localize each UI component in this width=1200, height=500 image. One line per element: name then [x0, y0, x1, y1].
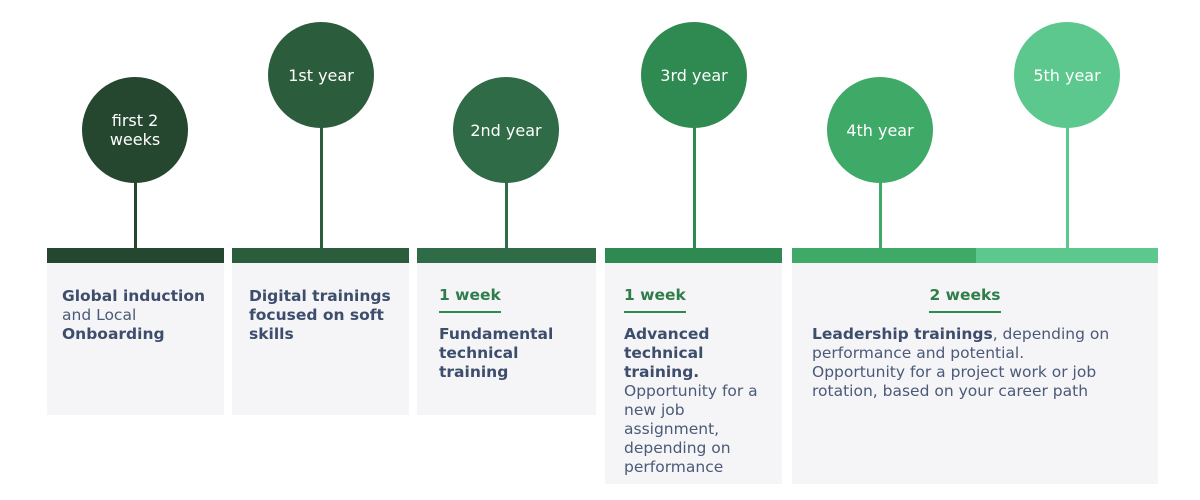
- panel-text-bold: Advanced technical training.: [624, 325, 710, 381]
- milestone-stem: [879, 182, 882, 248]
- panel-2nd-year: 1 week Fundamental technical training: [417, 263, 596, 415]
- panel-3rd-year: 1 week Advanced technical training. Oppo…: [605, 263, 782, 484]
- panel-text: Advanced technical training. Opportunity…: [624, 325, 772, 477]
- panel-text-bold: Digital trainings focused on soft skills: [249, 287, 391, 343]
- milestone-label: 3rd year: [660, 65, 728, 85]
- panel-text: Digital trainings focused on soft skills: [249, 287, 399, 344]
- panel-duration-wrap: 2 weeks: [812, 286, 1118, 313]
- panel-text-bold: Global induction: [62, 287, 206, 305]
- timeline-bar-segment: [232, 248, 409, 263]
- milestone-label: 2nd year: [470, 120, 542, 140]
- panel-text-normal: Opportunity for a new job assignment, de…: [624, 382, 758, 476]
- panel-1st-year: Digital trainings focused on soft skills: [232, 263, 409, 415]
- milestone-circle-first-2-weeks: first 2 weeks: [82, 77, 188, 183]
- timeline-bar-segment: [605, 248, 782, 263]
- timeline-bar-segment: [976, 248, 1158, 263]
- milestone-circle-1st-year: 1st year: [268, 22, 374, 128]
- panel-text-bold: Leadership trainings: [812, 325, 993, 343]
- milestone-circle-4th-year: 4th year: [827, 77, 933, 183]
- milestone-stem: [134, 182, 137, 248]
- timeline-bar-segment: [417, 248, 596, 263]
- panel-text: Leadership trainings, depending on perfo…: [812, 325, 1118, 401]
- milestone-stem: [1066, 127, 1069, 248]
- timeline-bar-segment: [47, 248, 224, 263]
- timeline-bar-segment: [792, 248, 976, 263]
- panel-text: Fundamental technical training: [439, 325, 586, 382]
- panel-duration: 1 week: [624, 286, 686, 313]
- panel-text: Global induction and Local Onboarding: [62, 287, 214, 344]
- panel-first-2-weeks: Global induction and Local Onboarding: [47, 263, 224, 415]
- panel-text-bold: Fundamental technical training: [439, 325, 554, 381]
- panel-duration: 2 weeks: [929, 286, 1001, 313]
- milestone-circle-3rd-year: 3rd year: [641, 22, 747, 128]
- panel-duration: 1 week: [439, 286, 501, 313]
- milestone-label: 4th year: [846, 120, 914, 140]
- panel-text-normal: , depending on performance and potential…: [812, 325, 1110, 400]
- panel-text-bold: Onboarding: [62, 325, 165, 343]
- milestone-circle-2nd-year: 2nd year: [453, 77, 559, 183]
- panel-4th-5th-year: 2 weeks Leadership trainings, depending …: [792, 263, 1158, 484]
- milestone-label: 1st year: [288, 65, 354, 85]
- milestone-stem: [505, 182, 508, 248]
- milestone-stem: [693, 127, 696, 248]
- panel-text-normal: and Local: [62, 306, 137, 324]
- milestone-label: first 2 weeks: [109, 111, 161, 149]
- milestone-stem: [320, 127, 323, 248]
- milestone-circle-5th-year: 5th year: [1014, 22, 1120, 128]
- milestone-label: 5th year: [1033, 65, 1101, 85]
